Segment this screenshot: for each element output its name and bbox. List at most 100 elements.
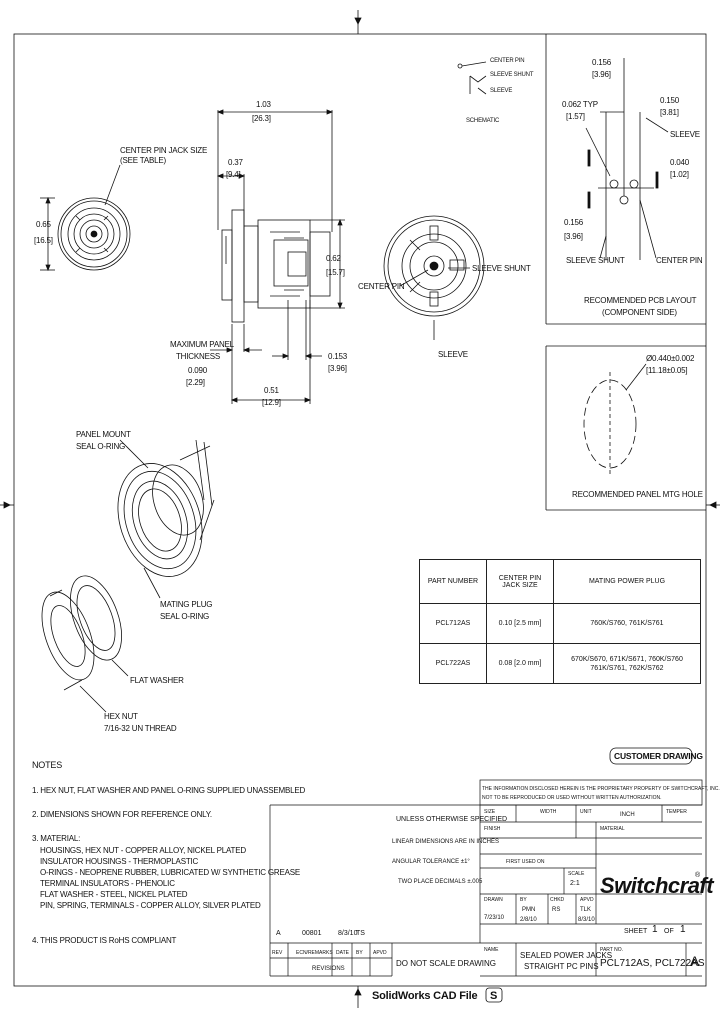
customer-drawing-box <box>609 747 693 765</box>
note-3: 3. MATERIAL: <box>32 834 81 843</box>
cad-file-label[interactable]: SolidWorks CAD File <box>372 990 478 1002</box>
label-rear-sleeve-shunt: SLEEVE SHUNT <box>472 264 531 273</box>
table-cell: PCL722AS <box>419 643 487 684</box>
pcb-sleeve: SLEEVE <box>670 130 700 139</box>
label-panel-mount: PANEL MOUNT <box>76 430 131 439</box>
panel-hole-dia-mm: [11.18±0.05] <box>646 366 688 375</box>
label-rear-sleeve: SLEEVE <box>438 350 468 359</box>
tb-date-3: 8/3/10 <box>578 917 595 923</box>
brand-reg-mark: ® <box>695 872 701 879</box>
label-thickness: THICKNESS <box>176 352 220 361</box>
note-3b: INSULATOR HOUSINGS - THERMOPLASTIC <box>40 857 199 866</box>
panel-hole-box <box>545 345 706 511</box>
tb-rev-by: TS <box>356 930 365 937</box>
tb-name: NAME <box>484 947 499 953</box>
pcb-d1: 0.156 <box>592 58 612 67</box>
tb-desc-1: SEALED POWER JACKS <box>520 951 613 960</box>
tb-of: OF <box>664 928 674 935</box>
solidworks-cad-icon[interactable]: S <box>490 990 498 1002</box>
dim-front-len-mm: [9.4] <box>226 170 241 179</box>
pcb-layout <box>545 34 706 325</box>
rear-view <box>383 215 485 340</box>
tb-temper: TEMPER <box>666 809 687 815</box>
dim-term-sp: 0.153 <box>328 352 348 361</box>
front-view <box>40 164 131 272</box>
label-center-pin-jack: CENTER PIN JACK SIZE <box>120 146 208 155</box>
tb-unit-val: INCH <box>620 812 635 818</box>
label-hex-nut: HEX NUT <box>104 712 138 721</box>
tb-material: MATERIAL <box>600 826 625 832</box>
dim-overall-len: 1.03 <box>256 100 271 109</box>
note-3e: FLAT WASHER - STEEL, NICKEL PLATED <box>40 890 188 899</box>
tb-apvd: APVD <box>580 897 594 903</box>
table-row: PCL712AS 0.10 [2.5 mm] 760K/S760, 761K/S… <box>419 603 701 644</box>
tb-by: BY <box>520 897 527 903</box>
tb-scale: SCALE <box>568 871 585 877</box>
center-marker-right <box>706 501 720 509</box>
pcb-d3-mm: [1.57] <box>566 112 585 121</box>
dim-front-dia-mm: [16.5] <box>34 236 53 245</box>
tb-sheet-no: 1 <box>652 924 658 935</box>
pcb-d4-mm: [1.02] <box>670 170 689 179</box>
part-number-table: PART NUMBER CENTER PIN JACK SIZE MATING … <box>419 559 701 684</box>
tb-unless: UNLESS OTHERWISE SPECIFIED <box>396 816 508 823</box>
tb-scale-val: 2:1 <box>570 880 580 887</box>
tb-rev-col: REV <box>272 950 283 956</box>
tb-width: WIDTH <box>540 809 557 815</box>
note-4: 4. THIS PRODUCT IS RoHS COMPLIANT <box>32 936 177 945</box>
table-cell: 760K/S760, 761K/S761 <box>553 603 701 644</box>
label-max-panel: MAXIMUM PANEL <box>170 340 234 349</box>
solidworks-cad-icon-frame <box>485 987 503 1003</box>
schematic <box>457 61 487 95</box>
tb-rev-a: A <box>276 930 281 937</box>
tb-rev-num: 00801 <box>302 930 322 937</box>
table-row: PCL722AS 0.08 [2.0 mm] 670K/S670, 671K/S… <box>419 643 701 684</box>
note-2: 2. DIMENSIONS SHOWN FOR REFERENCE ONLY. <box>32 810 212 819</box>
schematic-sleeve-shunt: SLEEVE SHUNT <box>490 72 534 78</box>
pcb-d1-mm: [3.96] <box>592 70 611 79</box>
tb-date: 7/23/10 <box>484 915 505 921</box>
table-header-part: PART NUMBER <box>419 559 487 604</box>
tb-proprietary-2: NOT TO BE REPRODUCED OR USED WITHOUT WRI… <box>482 795 662 801</box>
pcb-d4: 0.040 <box>670 158 690 167</box>
label-seal-oring-2: SEAL O-RING <box>160 612 210 621</box>
center-marker-left <box>0 501 14 509</box>
pcb-d2: 0.150 <box>660 96 680 105</box>
title-block-lines <box>269 779 703 977</box>
tb-unit: UNIT <box>580 809 592 815</box>
tb-sheet-of: 1 <box>680 924 686 935</box>
pcb-title1: RECOMMENDED PCB LAYOUT <box>584 296 697 305</box>
panel-hole-dia: Ø0.440±0.002 <box>646 354 695 363</box>
tb-by-val: PMN <box>522 907 536 913</box>
note-3c: O-RINGS - NEOPRENE RUBBER, LUBRICATED W/… <box>40 868 301 877</box>
tb-apvd-col: APVD <box>373 950 387 956</box>
notes-title: NOTES <box>32 760 63 770</box>
schematic-title: SCHEMATIC <box>466 118 500 124</box>
tb-rev-letter: A <box>690 953 700 969</box>
tb-part-val: PCL712AS, PCL722AS <box>600 958 705 969</box>
pcb-d3: 0.062 TYP <box>562 100 598 109</box>
customer-drawing-stamp: CUSTOMER DRAWING <box>614 751 703 761</box>
dim-panel-thk: 0.090 <box>188 366 208 375</box>
tb-sheet: SHEET <box>624 928 648 935</box>
tb-tol-1: LINEAR DIMENSIONS ARE IN INCHES <box>392 839 500 845</box>
panel-hole-title: RECOMMENDED PANEL MTG HOLE <box>572 490 703 499</box>
tb-finish: FINISH <box>484 826 501 832</box>
tb-proprietary-1: THE INFORMATION DISCLOSED HEREIN IS THE … <box>482 786 720 792</box>
pcb-title2: (COMPONENT SIDE) <box>602 308 677 317</box>
pcb-sleeve-shunt: SLEEVE SHUNT <box>566 256 625 265</box>
tb-tol-2: ANGULAR TOLERANCE ±1° <box>392 859 470 865</box>
table-cell: 0.08 [2.0 mm] <box>486 643 554 684</box>
note-3a: HOUSINGS, HEX NUT - COPPER ALLOY, NICKEL… <box>40 846 246 855</box>
dim-thread-len: 0.51 <box>264 386 279 395</box>
pcb-d5: 0.156 <box>564 218 584 227</box>
tb-no-scale: DO NOT SCALE DRAWING <box>396 959 497 968</box>
label-rear-center-pin: CENTER PIN <box>358 282 405 291</box>
exploded-view <box>41 439 215 713</box>
dim-body-dia-mm: [15.7] <box>326 268 345 277</box>
tb-chkd: CHKD <box>550 897 565 903</box>
schematic-center-pin: CENTER PIN <box>490 58 525 64</box>
side-view <box>210 109 345 404</box>
